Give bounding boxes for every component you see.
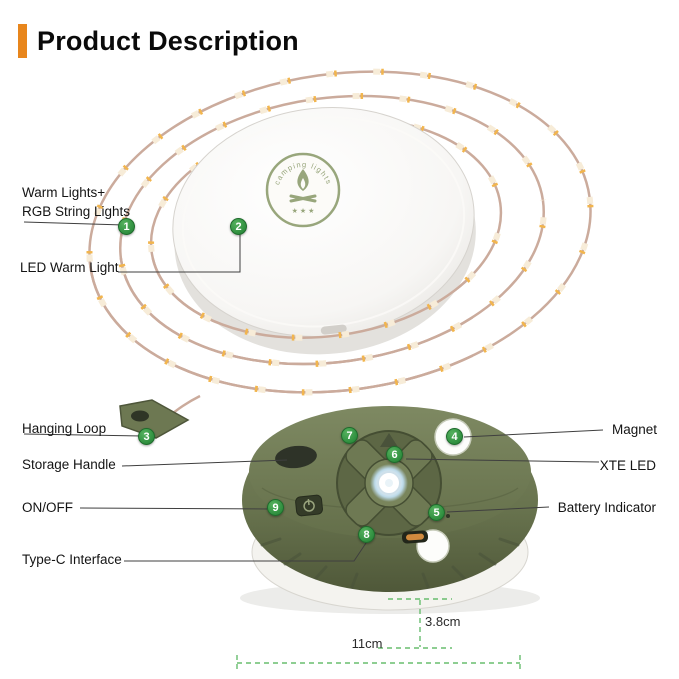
disc-connector — [320, 324, 347, 335]
marker-7: 7 — [341, 427, 358, 444]
label-on-off: ON/OFF — [22, 500, 73, 515]
marker-2: 2 — [230, 218, 247, 235]
label-type-c: Type-C Interface — [22, 552, 122, 567]
usb-c-port — [401, 530, 429, 544]
page-title: Product Description — [37, 25, 299, 56]
width-dimension: 11cm — [351, 636, 383, 651]
marker-6: 6 — [386, 446, 403, 463]
marker-8: 8 — [358, 526, 375, 543]
marker-3: 3 — [138, 428, 155, 445]
accent-bar — [18, 24, 27, 58]
alignment-arrow — [380, 433, 398, 447]
dimension-lines — [236, 598, 521, 671]
label-storage-handle: Storage Handle — [22, 457, 116, 472]
marker-4: 4 — [446, 428, 463, 445]
marker-9: 9 — [267, 499, 284, 516]
storage-handle-recess — [275, 445, 317, 469]
main-light-disc — [172, 107, 476, 355]
label-hanging-loop: Hanging Loop — [22, 421, 107, 436]
label-line: Warm Lights+ — [22, 185, 106, 200]
label-battery-indicator: Battery Indicator — [557, 500, 656, 515]
campfire-log-icon — [289, 194, 317, 203]
label-magnet: Magnet — [611, 422, 657, 437]
grip-ridges — [260, 537, 520, 589]
marker-1: 1 — [118, 218, 135, 235]
label-xte-led: XTE LED — [599, 458, 656, 473]
brand-logo: camping lights ★ ★ ★ — [265, 152, 341, 228]
callout-lines — [23, 221, 604, 562]
label-line: RGB String Lights — [22, 203, 131, 219]
power-button — [295, 494, 323, 517]
height-dimension: 3.8cm — [425, 614, 461, 629]
label-led-warm-light: LED Warm Light — [20, 260, 119, 275]
marker-5: 5 — [428, 504, 445, 521]
label-warm-string-lights: Warm Lights+ RGB String Lights — [22, 184, 130, 222]
logo-stars: ★ ★ ★ — [292, 207, 315, 215]
hanging-loop-part — [119, 394, 201, 439]
page-header: Product Description — [18, 24, 299, 58]
string-lights-front — [86, 258, 473, 396]
